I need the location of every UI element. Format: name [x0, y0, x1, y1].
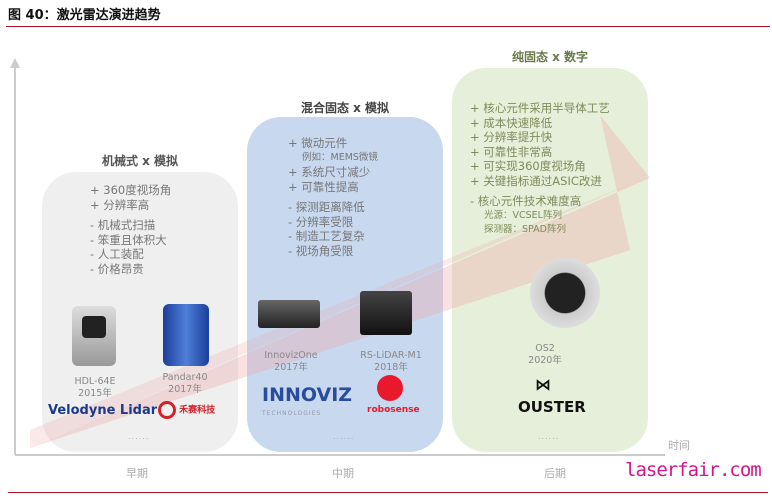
stage-late-heading: 纯固态 x 数字: [511, 50, 589, 64]
con-item: - 核心元件技术难度高: [470, 194, 582, 208]
axis-label-late: 后期: [544, 467, 566, 480]
pandar40-image: [163, 304, 209, 366]
con-item: - 人工装配: [90, 247, 144, 261]
pro-item: + 360度视场角: [90, 183, 172, 197]
con-item: - 视场角受限: [288, 243, 354, 258]
innoviz-logo: INNOVIZ: [262, 384, 353, 406]
con-item: - 分辨率受限: [288, 214, 354, 229]
axis-label-time: 时间: [668, 439, 690, 452]
stage-late-features: + 核心元件采用半导体工艺 + 成本快速降低 + 分辨率提升快 + 可靠性非常高…: [470, 101, 610, 238]
pro-note: 例如：MEMS微镜: [302, 151, 378, 163]
stage-early-heading: 机械式 x 模拟: [101, 154, 179, 168]
os2-image: [530, 258, 600, 328]
ouster-logo: OUSTER: [518, 398, 586, 416]
more-indicator: ......: [128, 432, 150, 441]
pro-item: + 可靠性提高: [288, 179, 359, 194]
con-item: - 价格昂贵: [90, 261, 144, 276]
figure-title: 图 40：激光雷达演进趋势: [8, 8, 161, 23]
bottom-divider: [8, 492, 768, 493]
stage-mid-features: + 微动元件 例如：MEMS微镜 + 系统尺寸减少 + 可靠性提高 - 探测距离…: [288, 136, 378, 258]
robosense-icon: [377, 375, 403, 401]
stage-mid-heading: 混合固态 x 模拟: [300, 101, 390, 115]
rs-lidar-m1-image: [360, 291, 412, 335]
con-item: - 笨重且体积大: [90, 232, 167, 247]
con-note: 光源：VCSEL阵列: [484, 209, 562, 221]
ouster-icon: ⋈: [535, 375, 551, 394]
pro-item: + 核心元件采用半导体工艺: [470, 101, 610, 115]
title-divider: [6, 26, 770, 27]
con-item: - 探测距离降低: [288, 200, 365, 214]
pro-item: + 关键指标通过ASIC改进: [470, 173, 602, 188]
more-indicator: ......: [333, 432, 355, 441]
con-item: - 机械式扫描: [90, 218, 156, 232]
hdl64e-image: [72, 306, 116, 366]
pro-item: + 分辨率提升快: [470, 130, 553, 144]
pro-item: + 可实现360度视场角: [470, 159, 586, 173]
stage-early-features: + 360度视场角 + 分辨率高 - 机械式扫描 - 笨重且体积大 - 人工装配…: [90, 183, 171, 276]
hesai-logo: 禾赛科技: [158, 401, 215, 419]
velodyne-logo: Velodyne Lidar: [48, 403, 158, 418]
pro-item: + 可靠性非常高: [470, 144, 553, 159]
innoviz-logo-sub: TECHNOLOGIES: [262, 410, 322, 417]
pro-item: + 微动元件: [288, 136, 348, 150]
innovizone-image: [258, 300, 320, 328]
axis-label-mid: 中期: [332, 467, 354, 480]
more-indicator: ......: [538, 432, 560, 441]
pro-item: + 分辨率高: [90, 197, 150, 212]
pro-item: + 成本快速降低: [470, 115, 553, 130]
axis-label-early: 早期: [126, 467, 148, 480]
robosense-logo: robosense: [367, 405, 420, 415]
stage-mid-panel: [247, 117, 443, 452]
con-item: - 制造工艺复杂: [288, 229, 365, 243]
watermark: laserfair.com: [625, 459, 762, 481]
con-note: 探测器：SPAD阵列: [484, 224, 566, 235]
pro-item: + 系统尺寸减少: [288, 165, 371, 179]
